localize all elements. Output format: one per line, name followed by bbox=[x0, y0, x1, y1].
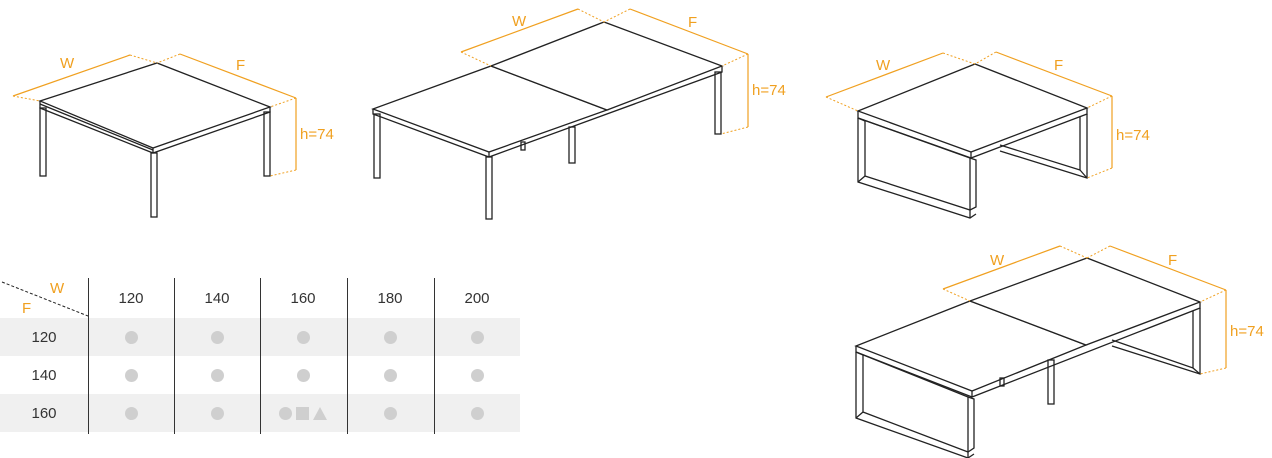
matrix-cell bbox=[88, 318, 174, 356]
height-label: h=74 bbox=[752, 82, 786, 99]
matrix-cell bbox=[434, 318, 520, 356]
table-row: 140 bbox=[0, 356, 520, 394]
depth-label: F bbox=[1054, 57, 1063, 74]
circle-icon bbox=[383, 368, 397, 382]
row-header: 140 bbox=[31, 366, 57, 384]
width-label: W bbox=[876, 57, 891, 74]
width-label: W bbox=[512, 13, 527, 30]
size-availability-matrix: W F 120 140 160 180 200 120 140 160 bbox=[0, 278, 524, 434]
matrix-cell bbox=[434, 356, 520, 394]
column-header: 120 bbox=[118, 289, 144, 307]
matrix-cell bbox=[88, 356, 174, 394]
row-header: 120 bbox=[31, 328, 57, 346]
shape-options bbox=[279, 406, 327, 420]
height-label: h=74 bbox=[1116, 127, 1150, 144]
matrix-corner-depth: F bbox=[22, 300, 32, 317]
height-label: h=74 bbox=[1230, 323, 1264, 340]
matrix-cell bbox=[174, 318, 260, 356]
matrix-cell bbox=[260, 356, 346, 394]
matrix-cell bbox=[434, 394, 520, 432]
matrix-cell bbox=[347, 318, 433, 356]
circle-icon bbox=[296, 330, 310, 344]
matrix-cell bbox=[260, 318, 346, 356]
column-divider bbox=[434, 278, 435, 434]
diagram-double-leg-table: W F h=74 bbox=[371, 8, 786, 220]
matrix-cell bbox=[88, 394, 174, 432]
triangle-icon bbox=[313, 406, 327, 420]
column-header: 200 bbox=[464, 289, 490, 307]
circle-icon bbox=[210, 368, 224, 382]
column-header: 140 bbox=[204, 289, 230, 307]
depth-label: F bbox=[236, 57, 245, 74]
circle-icon bbox=[124, 368, 138, 382]
column-header: 160 bbox=[290, 289, 316, 307]
circle-icon bbox=[383, 406, 397, 420]
column-divider bbox=[88, 278, 89, 434]
circle-icon bbox=[296, 368, 310, 382]
circle-icon bbox=[470, 330, 484, 344]
circle-icon bbox=[279, 406, 292, 420]
matrix-cell bbox=[347, 394, 433, 432]
circle-icon bbox=[383, 330, 397, 344]
diagram-single-loop-table: W F h=74 bbox=[825, 51, 1150, 219]
square-icon bbox=[296, 406, 309, 420]
width-label: W bbox=[60, 55, 75, 72]
depth-label: F bbox=[688, 14, 697, 31]
circle-icon bbox=[210, 330, 224, 344]
diagram-single-leg-table: W F h=74 bbox=[12, 53, 334, 218]
depth-label: F bbox=[1168, 252, 1177, 269]
matrix-cell bbox=[347, 356, 433, 394]
diagram-double-loop-table: W F h=74 bbox=[854, 245, 1264, 458]
row-header: 160 bbox=[31, 404, 57, 422]
column-divider bbox=[260, 278, 261, 434]
circle-icon bbox=[210, 406, 224, 420]
circle-icon bbox=[470, 368, 484, 382]
column-divider bbox=[347, 278, 348, 434]
matrix-cell bbox=[260, 394, 346, 432]
matrix-corner-width: W bbox=[50, 280, 65, 297]
matrix-corner-diagonal bbox=[1, 281, 89, 317]
height-label: h=74 bbox=[300, 126, 334, 143]
circle-icon bbox=[124, 406, 138, 420]
matrix-cell bbox=[174, 356, 260, 394]
circle-icon bbox=[470, 406, 484, 420]
column-header: 180 bbox=[377, 289, 403, 307]
column-divider bbox=[174, 278, 175, 434]
matrix-cell bbox=[174, 394, 260, 432]
width-label: W bbox=[990, 252, 1005, 269]
circle-icon bbox=[124, 330, 138, 344]
